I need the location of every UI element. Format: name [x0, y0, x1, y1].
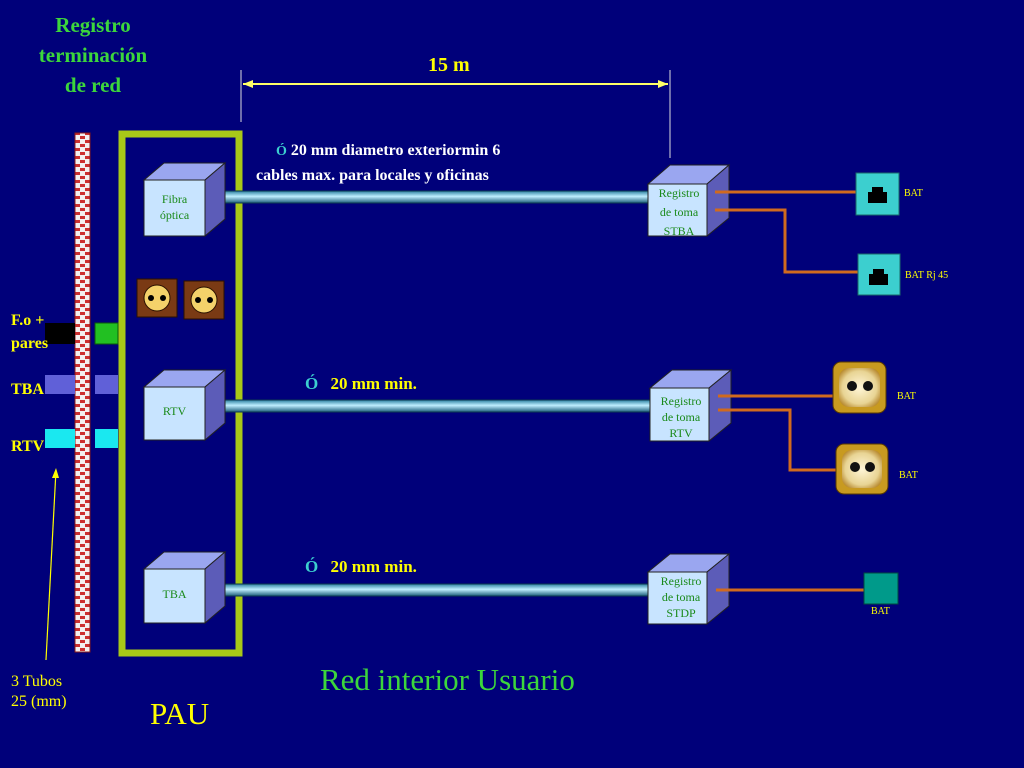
bat-jack-top2	[857, 253, 901, 296]
cube-fibra	[142, 161, 227, 238]
bat-label-top1: BAT	[904, 188, 923, 199]
bat-label-mid2: BAT	[899, 470, 918, 481]
registro-label-stba: Registro de toma STBA	[648, 184, 710, 241]
bat-jack-bot	[863, 572, 899, 605]
diameter-symbol: Ó	[305, 557, 319, 576]
cube-tba	[142, 550, 227, 625]
pipe-bot-text: 20 mm min.	[330, 557, 417, 576]
label-tba: TBA	[11, 381, 44, 398]
title-registro-terminacion: Registro terminación de red	[18, 10, 168, 100]
cube-registro-rtv	[648, 368, 733, 443]
title-line-2: terminación	[38, 43, 148, 67]
registro-stdp-line1: Registro	[660, 574, 702, 588]
fibra-line2: óptica	[159, 208, 190, 222]
registro-rtv-line2: de toma	[661, 410, 701, 424]
tube-tba-right	[95, 375, 118, 394]
pipe-top	[217, 190, 651, 204]
registro-stba-line3: STBA	[663, 224, 695, 238]
registro-stba-line2: de toma	[659, 205, 699, 219]
pipe-mid	[217, 399, 653, 413]
label-fo-pares: F.o + pares	[11, 309, 48, 355]
tube-rtv-right	[95, 429, 118, 448]
pau-title: PAU	[150, 696, 210, 731]
tubes-pointer-line	[45, 469, 57, 661]
pipe-top-line1: 20 mm diametro exteriormin 6	[290, 142, 501, 159]
bat-jack-top1	[855, 172, 900, 216]
red-interior-title: Red interior Usuario	[320, 662, 575, 697]
pipe-mid-note: Ó 20 mm min.	[305, 374, 417, 394]
bat-socket-mid1	[832, 361, 887, 414]
registro-rtv-line1: Registro	[660, 394, 702, 408]
pipe-top-line2: cables max. para locales y oficinas	[256, 167, 489, 184]
registro-stdp-line2: de toma	[661, 590, 701, 604]
bat-label-bot: BAT	[871, 606, 890, 617]
pipe-mid-text: 20 mm min.	[330, 374, 417, 393]
label-tubes: 3 Tubos 25 (mm)	[11, 672, 67, 712]
registro-stba-line1: Registro	[658, 186, 700, 200]
title-line-1: Registro	[55, 13, 131, 37]
fibra-line1: Fibra	[161, 192, 188, 206]
box-label-rtv: RTV	[162, 404, 187, 418]
cube-rtv	[142, 368, 227, 442]
bat-socket-mid2	[835, 443, 889, 495]
pipe-top-note: Ó 20 mm diametro exteriormin 6 cables ma…	[256, 139, 500, 188]
label-tubes-line1: 3 Tubos	[11, 673, 63, 690]
pau-socket-2	[183, 280, 225, 320]
tube-fo-right	[94, 322, 119, 345]
diameter-symbol: Ó	[305, 374, 319, 393]
box-label-fibra: Fibra óptica	[144, 191, 205, 223]
tube-tba-left	[45, 375, 75, 394]
tube-fo-left	[45, 323, 75, 344]
label-rtv: RTV	[11, 438, 45, 455]
title-line-3: de red	[64, 73, 122, 97]
registro-rtv-line3: RTV	[669, 426, 693, 440]
pipe-bot-note: Ó 20 mm min.	[305, 557, 417, 577]
bat-label-top2: BAT Rj 45	[905, 270, 949, 281]
bat-label-mid1: BAT	[897, 391, 916, 402]
cube-registro-stba	[646, 163, 731, 238]
diameter-symbol: Ó	[276, 144, 287, 159]
distance-label: 15 m	[428, 54, 470, 76]
wall	[74, 132, 91, 653]
tube-rtv-left	[45, 429, 75, 448]
pau-socket-1	[136, 278, 178, 318]
pau-frame	[118, 130, 243, 657]
label-tubes-line2: 25 (mm)	[11, 693, 67, 710]
box-label-tba: TBA	[162, 587, 187, 601]
label-fo-line2: pares	[11, 335, 49, 352]
pipe-bot	[217, 583, 651, 597]
registro-stdp-line3: STDP	[666, 606, 696, 620]
label-fo-line1: F.o +	[11, 312, 45, 329]
registro-label-stdp: Registro de toma STDP	[648, 573, 714, 621]
registro-label-rtv: Registro de toma RTV	[650, 393, 712, 441]
cables	[715, 190, 864, 592]
